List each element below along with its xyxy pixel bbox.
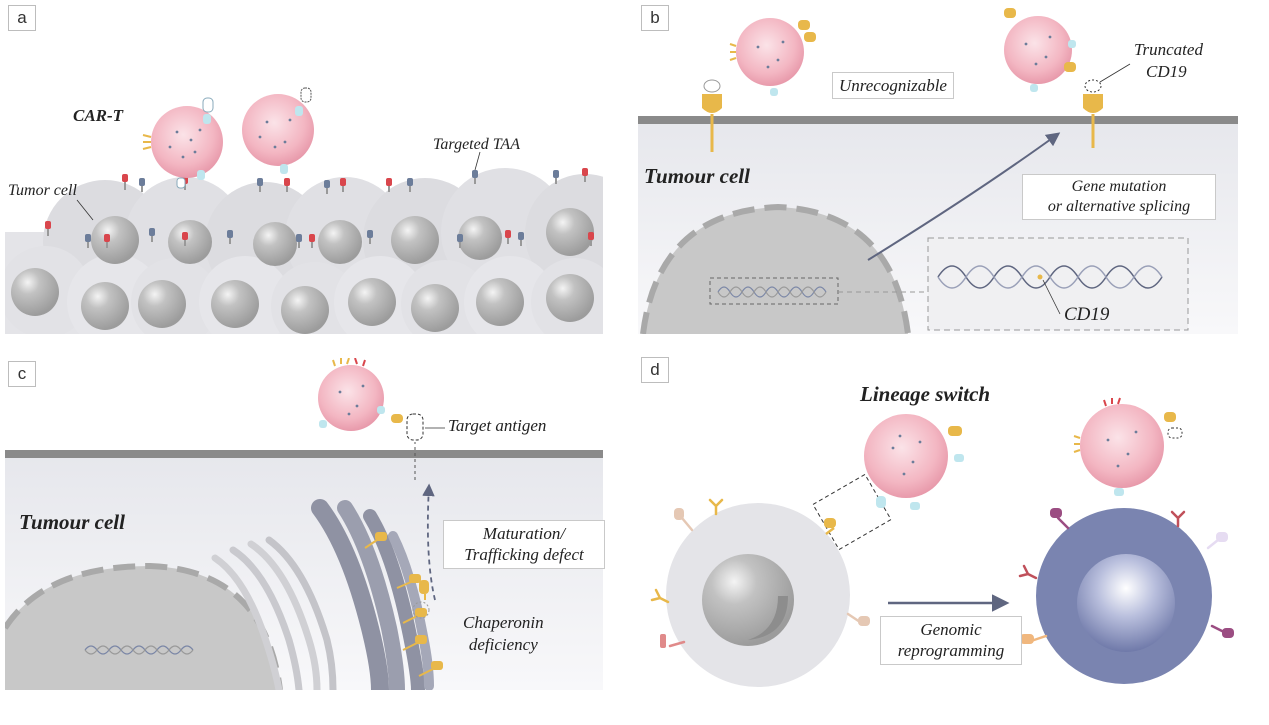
panel-c: c Target antigen Tumour cell Maturation/… <box>5 358 605 690</box>
maturation-box: Maturation/ Trafficking defect <box>443 520 605 569</box>
tumor-antigens <box>45 168 594 248</box>
unrecognizable-label: Unrecognizable <box>832 72 954 100</box>
car-t-label: CAR-T <box>73 106 124 125</box>
gene-mutation-line2: or alternative splicing <box>1047 198 1191 215</box>
taa-leader <box>474 151 481 171</box>
myeloid-lineage-cell <box>1018 508 1234 684</box>
panel-a: a CAR-T Tumor cell Targeted TAA <box>5 2 603 334</box>
panel-a-illustration <box>5 87 603 334</box>
car-t-cell-b1 <box>729 18 816 96</box>
panel-d: d Lineage switch Genomic reprogramming <box>638 357 1238 690</box>
car-t-cell-1 <box>142 97 223 189</box>
gene-mutation-box: Gene mutation or alternative splicing <box>1022 174 1216 220</box>
tumor-cell-label: Tumor cell <box>8 182 77 199</box>
truncated-cd19-label-2: CD19 <box>1146 62 1187 81</box>
chaperonin-label: Chaperonin deficiency <box>463 612 544 656</box>
chaperonin-line2: deficiency <box>468 635 538 655</box>
dna-region-box <box>709 277 839 305</box>
tumour-cell-label-b: Tumour cell <box>644 164 750 188</box>
mutation-arrow <box>867 132 1061 261</box>
cell-membrane-c <box>5 450 603 458</box>
panel-c-label: c <box>8 361 36 387</box>
genomic-line2: reprogramming <box>897 641 1005 661</box>
truncated-cd19-label-1: Truncated <box>1134 40 1203 59</box>
cd19-antigen <box>702 79 722 152</box>
car-t-cell-b2 <box>1004 8 1076 92</box>
target-antigen-label: Target antigen <box>448 416 547 435</box>
car-t-cell-d1 <box>812 414 964 551</box>
tumor-cell-cluster <box>5 168 603 334</box>
panel-b: b Unrecognizable Truncated CD19 Tumour c… <box>638 2 1238 334</box>
panel-b-label: b <box>641 5 669 31</box>
tumor-cell-leader <box>76 199 94 221</box>
lineage-switch-title: Lineage switch <box>860 382 991 406</box>
panel-d-illustration <box>650 397 1234 687</box>
car-t-cell-c <box>318 358 403 431</box>
panel-c-illustration <box>5 358 603 690</box>
cell-membrane <box>638 116 1238 124</box>
tumour-cell-label-c: Tumour cell <box>19 510 125 534</box>
targeted-taa-label: Targeted TAA <box>433 136 520 153</box>
trafficking-arrow <box>422 483 436 601</box>
maturation-line1: Maturation/ <box>482 524 566 543</box>
genomic-reprogramming-box: Genomic reprogramming <box>880 616 1022 665</box>
car-t-cell-d2 <box>1073 397 1183 496</box>
genomic-line1: Genomic <box>920 620 982 639</box>
panel-d-label: d <box>641 357 669 383</box>
cd19-label: CD19 <box>1064 304 1110 325</box>
car-t-cell-2 <box>242 87 314 174</box>
panel-b-illustration <box>638 8 1238 334</box>
truncated-cd19-antigen <box>1083 63 1131 148</box>
dna-zoom-box <box>927 237 1189 331</box>
missing-target-antigen <box>406 413 424 441</box>
maturation-line2: Trafficking defect <box>464 545 584 565</box>
tumour-nucleus <box>643 207 908 334</box>
panel-a-label: a <box>8 5 36 31</box>
er-antigens <box>364 532 443 677</box>
chaperonin-line1: Chaperonin <box>463 613 544 632</box>
tumour-nucleus-c <box>5 566 280 690</box>
gene-mutation-line1: Gene mutation <box>1071 178 1167 195</box>
b-lineage-cell <box>650 498 870 687</box>
